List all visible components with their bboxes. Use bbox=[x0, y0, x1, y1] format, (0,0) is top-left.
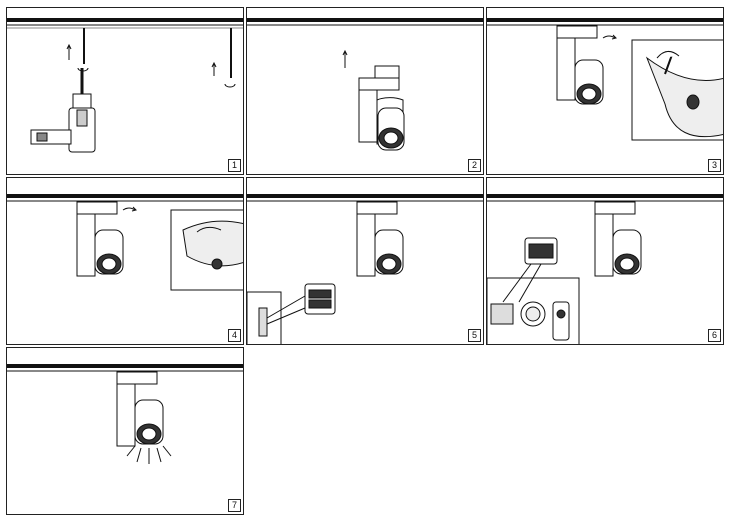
step-number: 5 bbox=[468, 329, 481, 342]
spotlight-icon bbox=[358, 77, 405, 151]
step-7-panel: 7 bbox=[6, 347, 244, 515]
step-number: 4 bbox=[228, 329, 241, 342]
step-3-panel: 3 bbox=[486, 7, 724, 175]
ceiling-rail-icon bbox=[487, 194, 723, 202]
anchor-screw-icon bbox=[66, 28, 236, 88]
step-6-panel: 6 bbox=[486, 177, 724, 345]
ceiling-rail-icon bbox=[247, 194, 483, 202]
rail-adapter-icon bbox=[342, 49, 400, 79]
ceiling-rail-icon bbox=[7, 194, 243, 202]
dip-switch-icon bbox=[247, 283, 336, 344]
step-3-illustration bbox=[487, 18, 723, 141]
step-4-panel: 4 bbox=[6, 177, 244, 345]
spotlight-icon bbox=[356, 201, 404, 277]
step-5-illustration bbox=[247, 194, 483, 344]
spotlight-icon bbox=[116, 371, 164, 447]
ceiling-rail-icon bbox=[247, 18, 483, 26]
adapter-detail-icon bbox=[170, 209, 243, 291]
rotate-lock-icon bbox=[122, 206, 137, 212]
ceiling-rail-icon bbox=[7, 18, 243, 29]
rotate-lock-icon bbox=[602, 34, 617, 40]
adapter-detail-icon bbox=[631, 39, 723, 141]
step-2-illustration bbox=[247, 18, 483, 151]
ceiling-rail-icon bbox=[7, 364, 243, 372]
beam-angle-icon bbox=[487, 237, 580, 344]
step-5-panel: 5 bbox=[246, 177, 484, 345]
step-number: 2 bbox=[468, 159, 481, 172]
drill-icon bbox=[30, 68, 96, 153]
step-number: 6 bbox=[708, 329, 721, 342]
spotlight-icon bbox=[594, 201, 642, 277]
step-number: 7 bbox=[228, 499, 241, 512]
step-number: 1 bbox=[228, 159, 241, 172]
step-2-panel: 2 bbox=[246, 7, 484, 175]
step-4-illustration bbox=[7, 194, 243, 291]
spotlight-icon bbox=[556, 25, 604, 105]
step-number: 3 bbox=[708, 159, 721, 172]
light-rays-icon bbox=[126, 445, 172, 464]
step-6-illustration bbox=[487, 194, 723, 344]
ceiling-rail-icon bbox=[487, 18, 723, 26]
step-1-panel: 1 bbox=[6, 7, 244, 175]
step-7-illustration bbox=[7, 364, 243, 464]
step-1-illustration bbox=[7, 18, 243, 153]
spotlight-icon bbox=[76, 201, 124, 277]
